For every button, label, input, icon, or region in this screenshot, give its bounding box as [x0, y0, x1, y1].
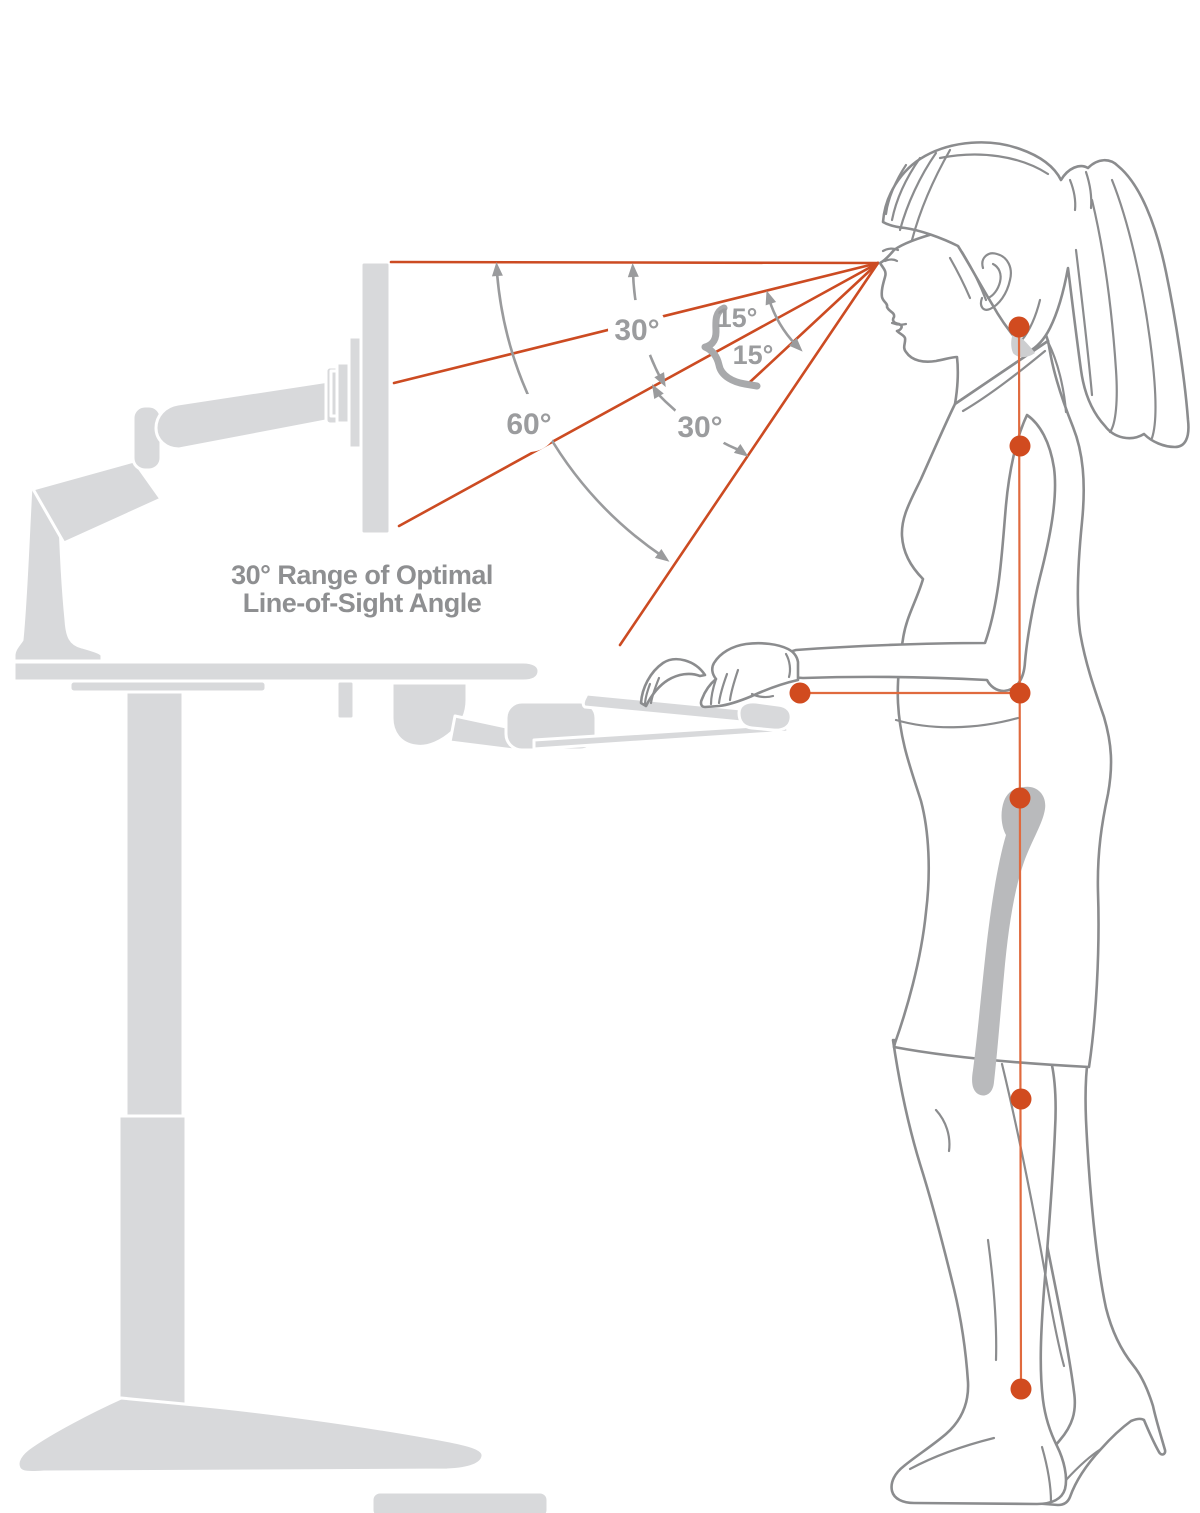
- posture-alignment: [789, 316, 1032, 1400]
- angle-annotations: 30° 60° 30° 15° 15° 30° Range of Optimal…: [231, 262, 803, 618]
- neck-shadow: [1011, 331, 1035, 358]
- joint-dot-hip: [1009, 787, 1031, 809]
- caption-line-2: Line-of-Sight Angle: [243, 588, 482, 618]
- far-shoe-vamp: [1064, 1447, 1103, 1482]
- joint-dot-wrist: [789, 682, 811, 704]
- arrow-60-bottom: [654, 549, 670, 562]
- joint-dot-knee: [1010, 1088, 1032, 1110]
- eye: [883, 258, 899, 263]
- joint-dot-shoulder: [1009, 435, 1031, 457]
- lower-30-label-circle: [671, 397, 729, 455]
- upper-30-label: 30°: [614, 314, 659, 347]
- upper-15-label: 15°: [717, 303, 758, 333]
- joint-dot-ankle: [1010, 1378, 1032, 1400]
- arrow-u30-bottom: [654, 372, 666, 388]
- desk-controller: [335, 679, 356, 721]
- arrow-l30-bottom: [733, 444, 749, 457]
- eyebrow: [881, 247, 900, 253]
- knee-line: [934, 1108, 951, 1153]
- sight-line-45deg: [748, 261, 880, 384]
- standing-woman: [639, 141, 1190, 1507]
- lip-line: [890, 321, 908, 326]
- shin-line: [986, 1238, 998, 1362]
- face-details: [881, 247, 908, 326]
- figure-hand: [699, 641, 800, 709]
- figure-near-leg: [890, 1038, 1068, 1506]
- desk-column-lower: [117, 1114, 188, 1410]
- sight-line-30deg: [397, 261, 880, 528]
- 60-label: 60°: [506, 408, 551, 441]
- finger-lines: [709, 652, 792, 706]
- figure-hair: [881, 141, 1190, 449]
- thumb-line: [750, 692, 775, 699]
- near-shoe-vamp: [908, 1436, 996, 1471]
- figure-far-hand: [639, 658, 707, 708]
- figure-ear: [979, 252, 1012, 311]
- desk-column-upper: [124, 690, 185, 1124]
- monitor-arm-lower: [31, 459, 163, 545]
- figure-trunk: [892, 339, 1113, 1069]
- lower-30-label: 30°: [677, 411, 722, 444]
- arrow-u30-top: [627, 263, 639, 278]
- top-hem-line: [894, 716, 1020, 729]
- femur-shadow: [972, 786, 1046, 1096]
- wrist-crease: [784, 652, 792, 679]
- desk-base-foot: [370, 1490, 550, 1513]
- arrow-15-top: [765, 290, 777, 306]
- standing-desk: [12, 260, 793, 1513]
- range-brace: [701, 304, 761, 390]
- wrist-rest: [737, 700, 793, 732]
- arrow-60-top: [491, 262, 503, 277]
- leg-details: [908, 1062, 1103, 1504]
- upper-30-label-circle: [608, 300, 666, 358]
- sight-line-horizontal: [389, 260, 880, 265]
- keyboard-tray-bracket: [390, 681, 469, 748]
- monitor-arm-post: [12, 484, 104, 663]
- desk-apron: [68, 679, 268, 694]
- plumb-line: [1017, 325, 1023, 1391]
- caption-line-1: 30° Range of Optimal: [231, 560, 493, 590]
- desk-surface: [12, 660, 541, 683]
- keyboard-tray-link: [448, 714, 522, 752]
- monitor-arm-elbow: [131, 404, 163, 472]
- arrow-15-bottom: [788, 337, 803, 352]
- near-shoe-heel: [1040, 1445, 1053, 1504]
- monitor-arm-upper: [154, 379, 333, 451]
- desk-base: [16, 1396, 485, 1474]
- inner-leg-line: [1000, 1062, 1066, 1368]
- hair-strands: [884, 148, 1157, 440]
- monitor: [359, 260, 392, 536]
- sight-line-60deg: [618, 261, 880, 647]
- lower-15-label: 15°: [733, 340, 774, 370]
- dress-seams: [894, 340, 1068, 729]
- joint-dot-neck: [1008, 316, 1030, 338]
- joint-dot-elbow: [1009, 682, 1031, 704]
- 60-label-circle: [500, 394, 558, 452]
- arrow-l30-top: [652, 384, 664, 399]
